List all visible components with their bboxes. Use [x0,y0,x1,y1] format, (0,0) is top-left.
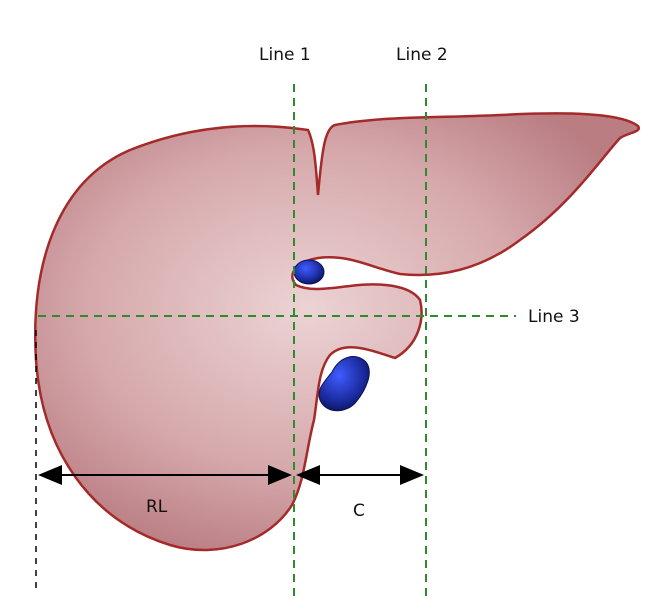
line-1-label: Line 1 [259,45,311,65]
c-label: C [353,501,365,521]
vessel-upper [293,259,325,285]
rl-label: RL [146,497,168,517]
line-2-label: Line 2 [396,45,448,65]
liver-shape [34,112,641,552]
vessel-lower [318,356,370,412]
line-3-label: Line 3 [528,307,580,327]
